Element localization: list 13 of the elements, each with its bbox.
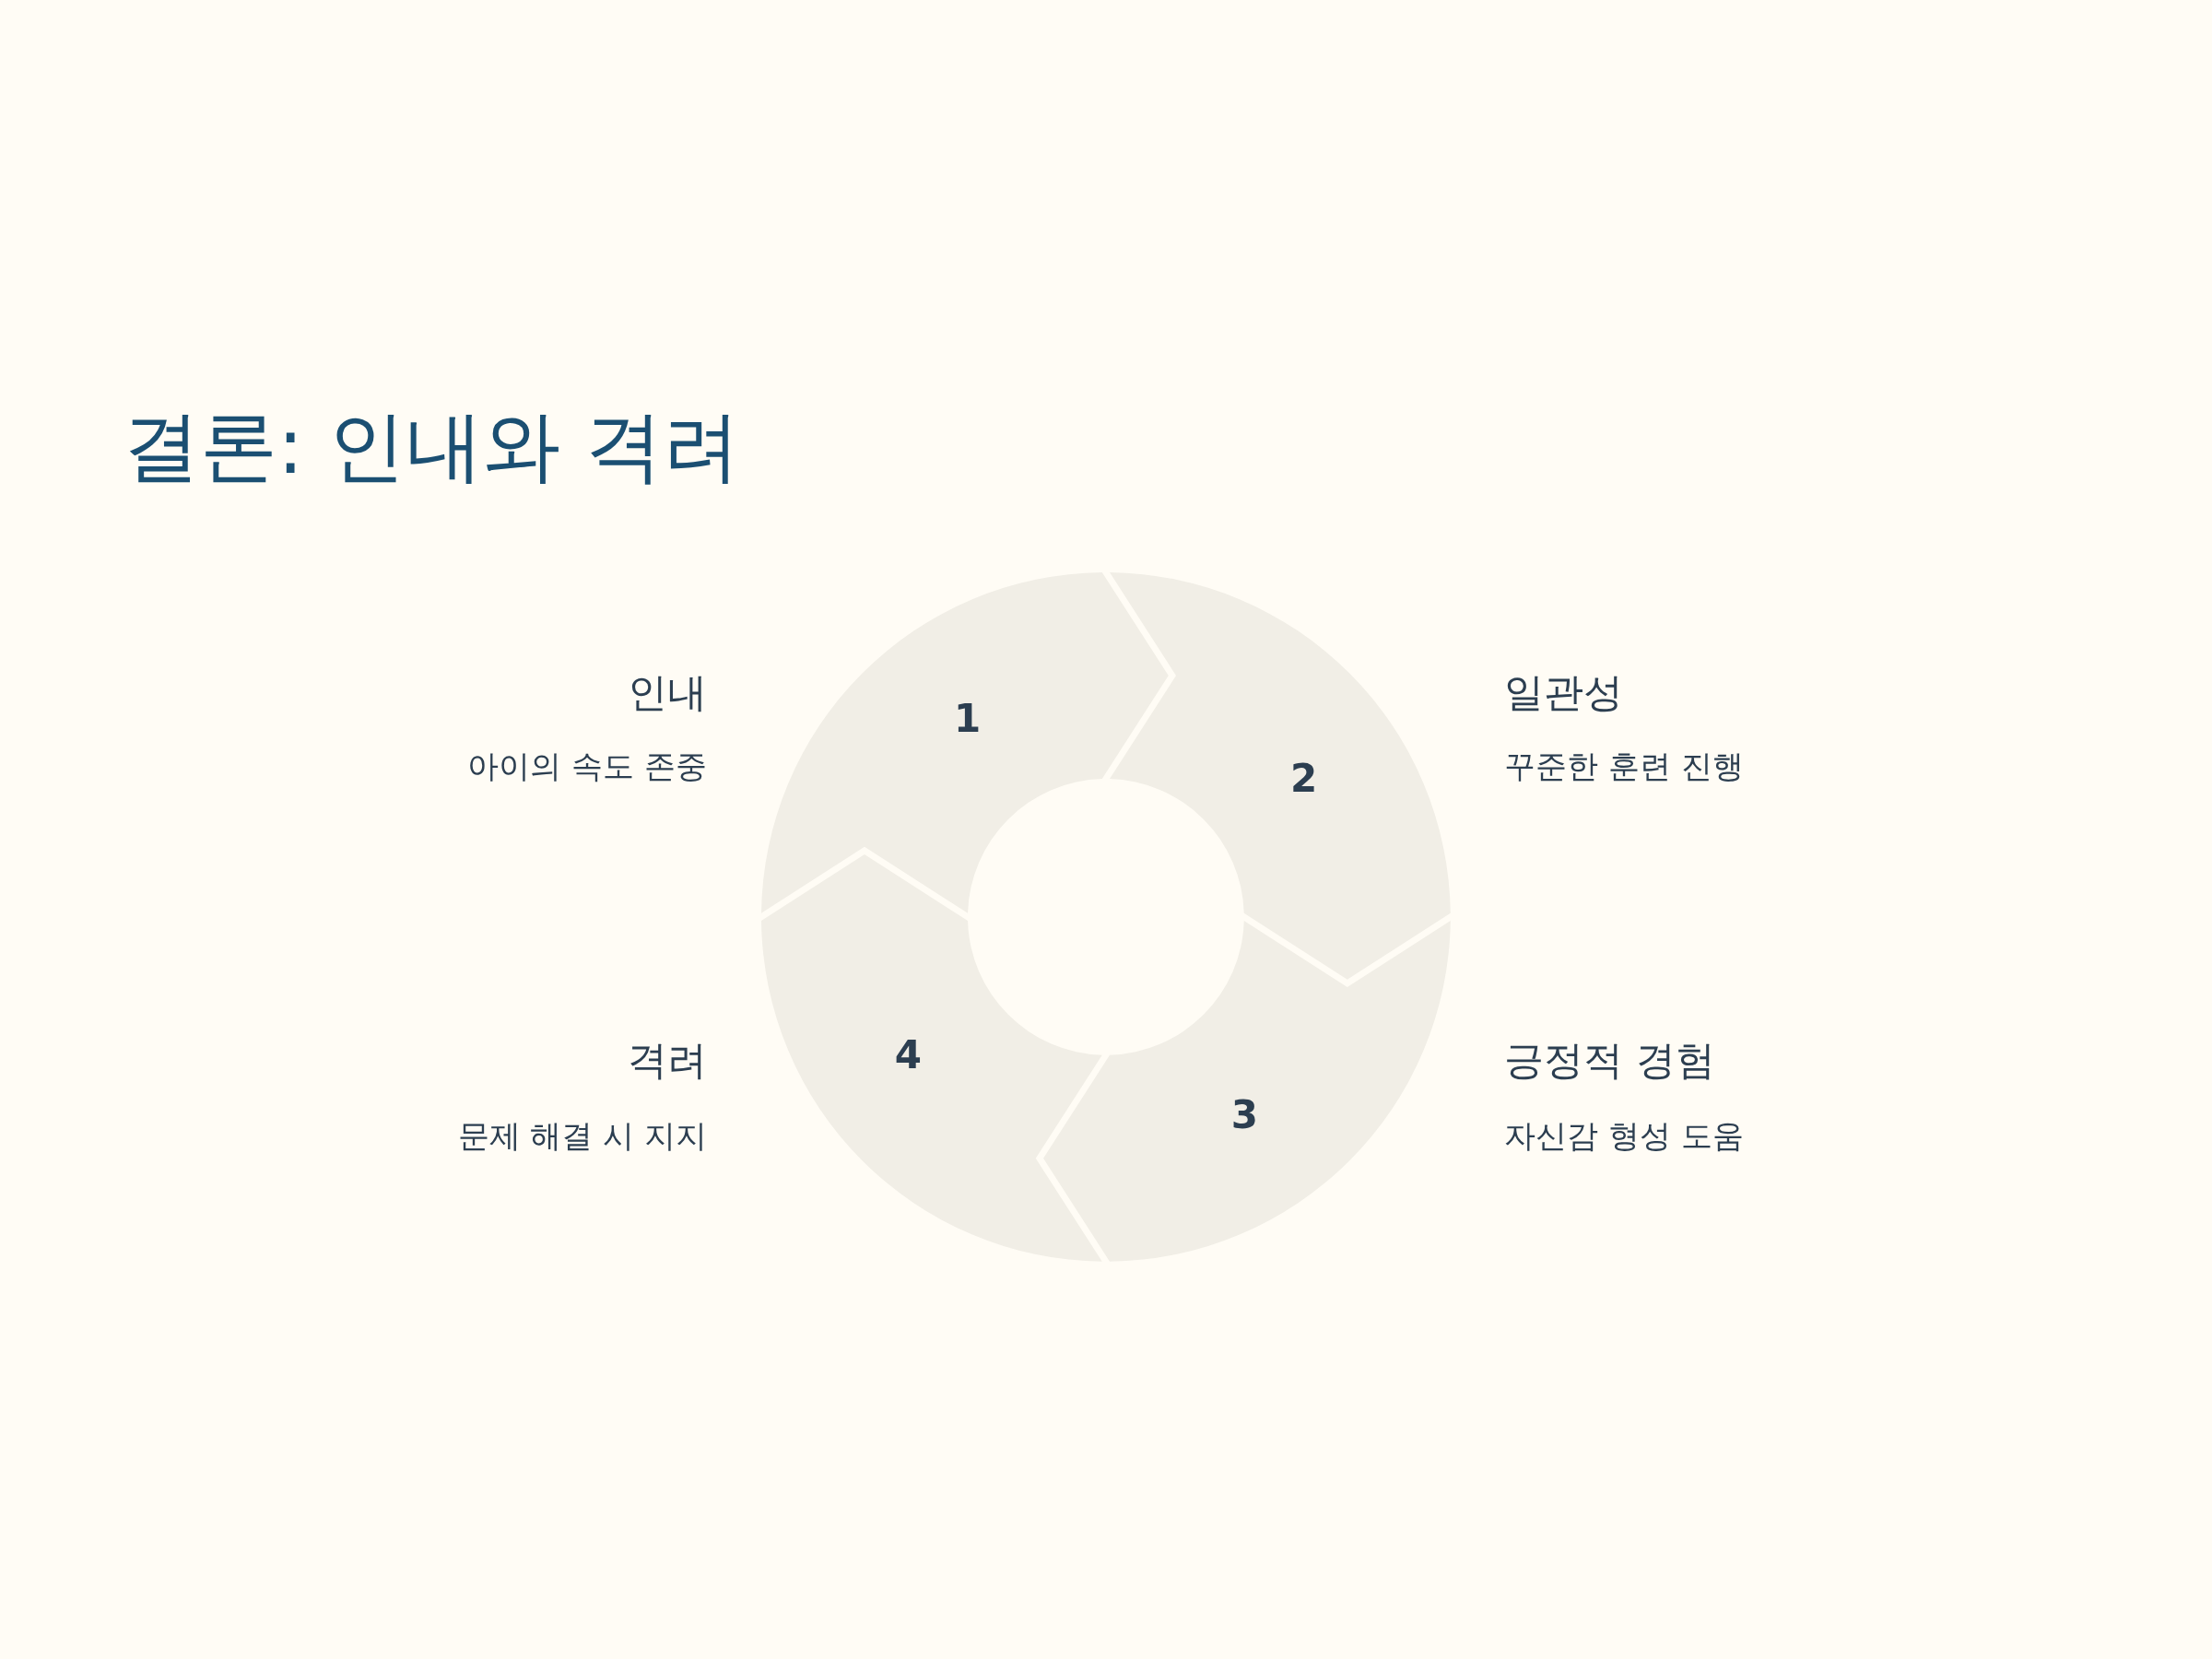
step-description: 아이의 속도 존중 bbox=[467, 746, 707, 786]
step-heading: 격려 bbox=[628, 1036, 707, 1086]
step-heading: 일관성 bbox=[1504, 668, 1623, 718]
step-description: 문제 해결 시 지지 bbox=[457, 1115, 707, 1156]
slide-title: 결론: 인내와 격려 bbox=[123, 400, 740, 493]
step-heading: 인내 bbox=[628, 668, 707, 718]
step-number: 2 bbox=[1290, 757, 1318, 800]
step-number: 4 bbox=[894, 1034, 922, 1077]
step-heading: 긍정적 경험 bbox=[1504, 1036, 1715, 1086]
step-description: 자신감 형성 도움 bbox=[1504, 1115, 1744, 1156]
step-number: 3 bbox=[1230, 1093, 1258, 1136]
step-description: 꾸준한 훈련 진행 bbox=[1504, 746, 1744, 786]
step-number: 1 bbox=[954, 698, 982, 741]
